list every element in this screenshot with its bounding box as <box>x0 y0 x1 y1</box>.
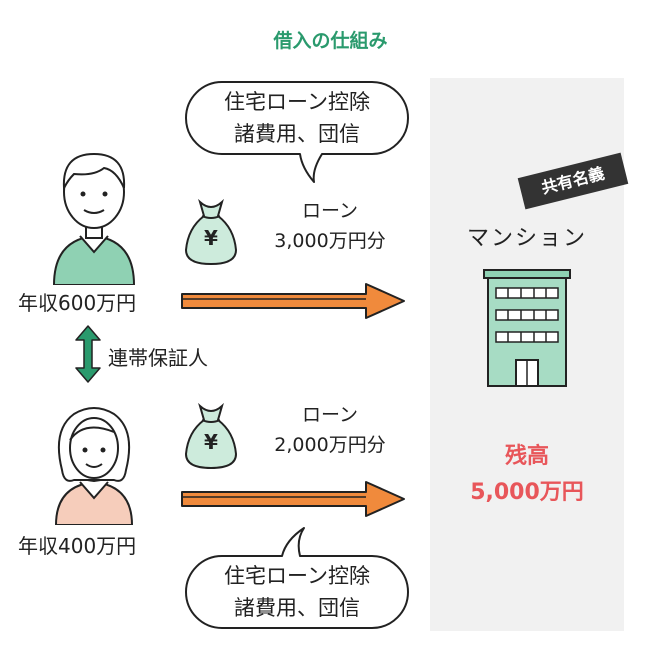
bottom-bubble-text: 住宅ローン控除 諸費用、団信 <box>182 560 412 624</box>
bottom-arrow <box>181 481 405 517</box>
balance-label: 残高 <box>504 444 549 469</box>
bottom-yen-symbol: ¥ <box>204 430 218 454</box>
top-arrow <box>181 283 405 319</box>
top-yen-symbol: ¥ <box>204 226 218 250</box>
top-bubble-line2: 諸費用、団信 <box>234 122 360 146</box>
top-bubble-line1: 住宅ローン控除 <box>224 90 370 114</box>
top-speech-bubble <box>185 81 409 183</box>
guarantor-double-arrow <box>75 325 101 383</box>
top-loan-line1: ローン <box>301 200 359 222</box>
bottom-loan-label: ローン 2,000万円分 <box>250 400 410 460</box>
bottom-income-label: 年収400万円 <box>18 534 137 558</box>
bottom-loan-line2: 2,000万円分 <box>274 434 386 456</box>
guarantor-label: 連帯保証人 <box>108 346 208 370</box>
bottom-speech-bubble <box>185 527 409 629</box>
top-money-bag-icon <box>184 198 238 266</box>
woman-illustration <box>54 407 134 525</box>
building-icon <box>483 269 571 387</box>
top-income-label: 年収600万円 <box>18 291 137 315</box>
top-loan-label: ローン 3,000万円分 <box>250 196 410 256</box>
bottom-loan-line1: ローン <box>301 404 359 426</box>
bottom-money-bag-icon <box>184 402 238 470</box>
top-loan-line2: 3,000万円分 <box>274 230 386 252</box>
man-illustration <box>52 152 136 285</box>
diagram-title: 借入の仕組み <box>273 30 388 52</box>
bottom-bubble-line1: 住宅ローン控除 <box>224 564 370 588</box>
balance-value: 5,000万円 <box>470 480 584 505</box>
property-name: マンション <box>466 226 587 251</box>
top-bubble-text: 住宅ローン控除 諸費用、団信 <box>182 86 412 150</box>
bottom-bubble-line2: 諸費用、団信 <box>234 596 360 620</box>
